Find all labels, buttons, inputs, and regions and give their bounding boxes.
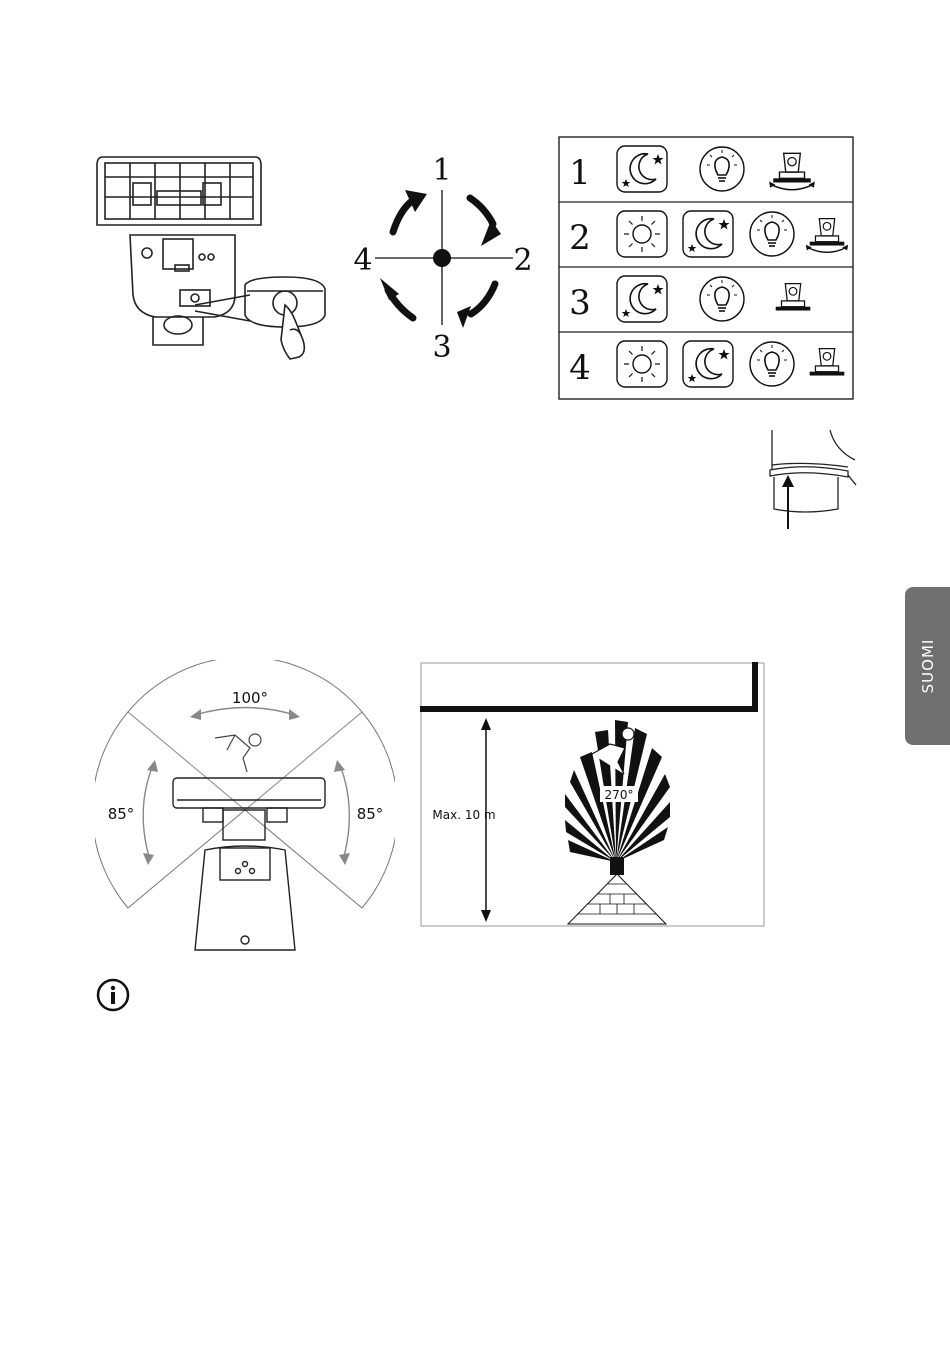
wheel-label-1: 1 [432, 153, 451, 188]
bulb-icon [700, 147, 744, 191]
device-rear-illustration [85, 145, 335, 375]
sun-icon [617, 341, 667, 387]
mode-table: 1 2 3 4 [558, 136, 854, 400]
sensor-angle-label: 270° [605, 788, 634, 802]
sun-icon [617, 211, 667, 257]
wheel-label-2: 2 [513, 243, 532, 278]
mode-row-1-number: 1 [569, 153, 591, 193]
moon-icon [617, 146, 667, 192]
angle-left-label: 85° [108, 805, 135, 823]
mode-row-4-number: 4 [569, 348, 591, 388]
mode-row-3-number: 3 [569, 283, 591, 323]
angle-right-label: 85° [357, 805, 384, 823]
wheel-label-3: 3 [432, 330, 451, 365]
moon-icon [683, 341, 733, 387]
mode-wheel-diagram: 1 2 3 4 [345, 150, 545, 365]
mounting-height-diagram: Max. 10 m 270° [420, 662, 765, 928]
moon-icon [617, 276, 667, 322]
language-tab-label: SUOMI [919, 639, 937, 694]
sensor-ring-illustration [760, 425, 860, 535]
motion-head-rotating-icon [806, 219, 848, 253]
bulb-icon [750, 212, 794, 256]
max-height-label: Max. 10 m [432, 808, 495, 822]
bulb-icon [750, 342, 794, 386]
angle-top-label: 100° [232, 689, 268, 707]
detection-angle-diagram: 100° 85° 85° [95, 660, 395, 955]
mode-row-2-number: 2 [569, 218, 591, 258]
wheel-label-4: 4 [353, 243, 372, 278]
moon-icon [683, 211, 733, 257]
bulb-icon [700, 277, 744, 321]
language-tab[interactable]: SUOMI [905, 587, 950, 745]
motion-head-icon [810, 349, 845, 376]
info-icon [96, 978, 130, 1012]
motion-head-rotating-icon [769, 153, 815, 189]
motion-head-icon [776, 284, 811, 311]
